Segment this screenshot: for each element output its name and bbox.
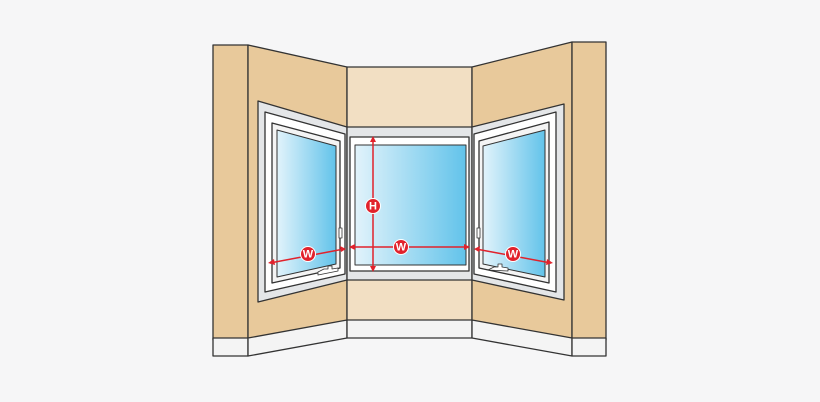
right-window-latch-icon <box>476 227 481 239</box>
baseboard-left-column <box>212 337 249 357</box>
baseboard-center <box>346 319 473 339</box>
left-wall-column <box>212 44 249 341</box>
width-marker-left-label: W <box>303 249 314 261</box>
left-window-latch-icon <box>338 227 343 239</box>
baseboard-right-column <box>571 337 607 357</box>
height-marker-label: H <box>369 201 377 213</box>
width-marker-center-label: W <box>396 242 407 254</box>
width-marker-right: W <box>505 246 521 262</box>
width-marker-right-label: W <box>508 249 519 261</box>
right-window <box>471 103 565 301</box>
width-marker-center: W <box>393 239 409 255</box>
height-marker: H <box>365 198 381 214</box>
right-wall-column <box>571 41 607 341</box>
right-window-crank-icon <box>487 263 509 272</box>
left-window <box>257 100 348 303</box>
width-measure-line-center <box>349 244 470 250</box>
width-marker-left: W <box>300 246 316 262</box>
left-window-crank-icon <box>317 265 339 276</box>
